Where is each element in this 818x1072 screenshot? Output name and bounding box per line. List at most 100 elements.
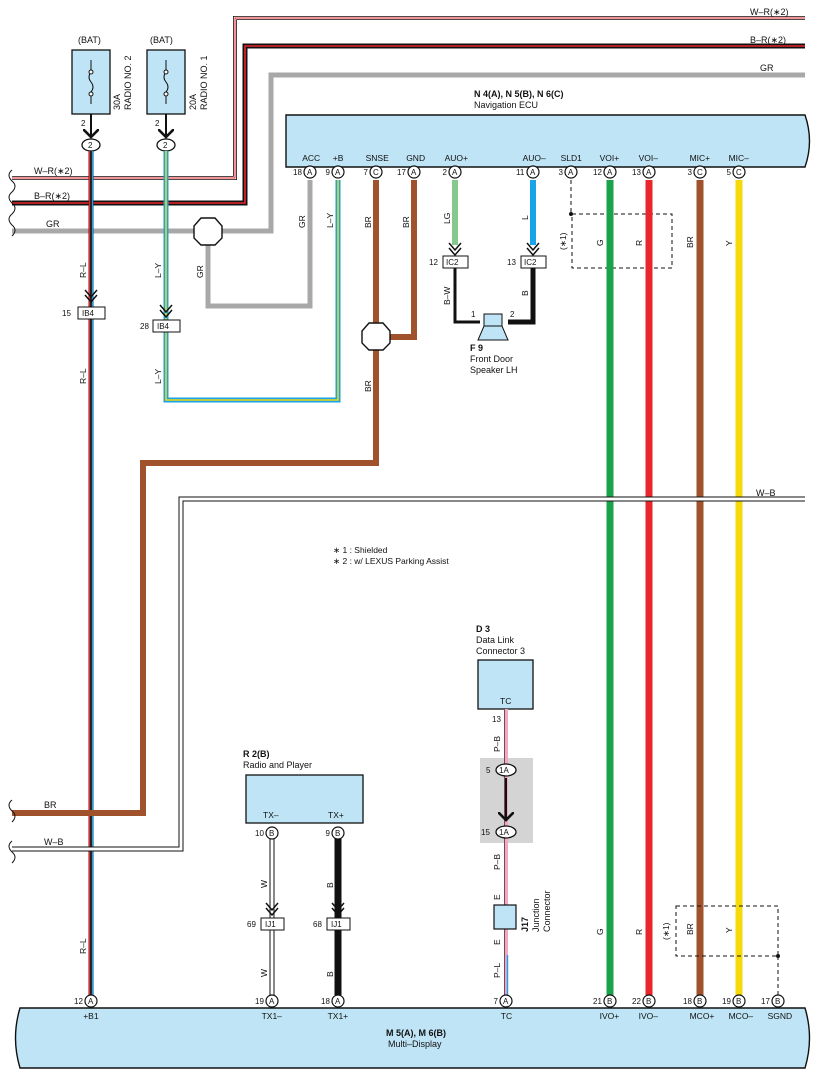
radio-pin-conn: B bbox=[269, 829, 274, 838]
svg-text:IC2: IC2 bbox=[446, 258, 459, 267]
label-g-bottom: G bbox=[595, 928, 605, 935]
label-ly-2: L–Y bbox=[153, 369, 163, 384]
md-pin-num: 19 bbox=[255, 997, 264, 1006]
label-gr-acc: GR bbox=[297, 215, 307, 228]
md-pin-conn: B bbox=[607, 997, 612, 1006]
wire-ly bbox=[163, 151, 341, 403]
nav-pin-num: 11 bbox=[516, 168, 525, 177]
radio-pin-conn: B bbox=[335, 829, 340, 838]
svg-text:1: 1 bbox=[471, 310, 476, 319]
svg-text:13: 13 bbox=[492, 715, 501, 724]
multi-display: M 5(A), M 6(B) Multi–Display bbox=[14, 1007, 811, 1069]
nav-pin-5: A 11 AUO– bbox=[516, 153, 546, 179]
label-br-mic-top: BR bbox=[685, 236, 695, 248]
nav-ecu-code: N 4(A), N 5(B), N 6(C) bbox=[474, 89, 564, 99]
nav-ecu-name: Navigation ECU bbox=[474, 100, 538, 110]
svg-text:Connector: Connector bbox=[542, 890, 552, 932]
label-b-1: B bbox=[325, 882, 335, 888]
nav-pin-num: 5 bbox=[727, 168, 732, 177]
svg-text:2: 2 bbox=[88, 141, 93, 150]
nav-pin-num: 2 bbox=[443, 168, 448, 177]
svg-text:1A: 1A bbox=[499, 766, 509, 775]
fuse-20a: (BAT) 20A RADIO NO. 1 2 bbox=[146, 35, 209, 128]
connector-ij1-69: IJ1 69 bbox=[247, 902, 285, 931]
label-br-main: BR bbox=[363, 380, 373, 392]
wire-gr-acc bbox=[205, 180, 313, 309]
right-label-br: B–R(∗2) bbox=[750, 35, 786, 45]
nav-pin-conn: A bbox=[307, 168, 313, 177]
multi-display-pins: A12+B1A19TX1–A18TX1+A7TCB21IVO+B22IVO–B1… bbox=[74, 994, 793, 1021]
connector-ib4-28: IB4 28 bbox=[140, 304, 181, 333]
svg-text:69: 69 bbox=[247, 920, 256, 929]
fuse-2-top: (BAT) bbox=[150, 35, 173, 45]
fuse-2-name: RADIO NO. 1 bbox=[199, 55, 209, 110]
md-pin-conn: A bbox=[503, 997, 509, 1006]
nav-pin-num: 17 bbox=[397, 168, 406, 177]
wire-bw bbox=[453, 268, 480, 324]
multi-display-code: M 5(A), M 6(B) bbox=[386, 1028, 446, 1038]
radio-player: R 2(B) Radio and Player TX– TX+ bbox=[243, 749, 364, 824]
note-1: ∗ 1 : Shielded bbox=[333, 545, 388, 555]
left-label-br: B–R(∗2) bbox=[34, 191, 70, 201]
top-bus-wires bbox=[12, 16, 805, 234]
wire-wb bbox=[12, 496, 805, 852]
nav-pin-num: 18 bbox=[293, 168, 302, 177]
nav-pin-num: 12 bbox=[593, 168, 602, 177]
label-rl-2: R–L bbox=[78, 368, 88, 384]
left-label-gr: GR bbox=[46, 219, 60, 229]
nav-ecu-pins: A18ACCA9+BC7SNSEA17GNDA2AUO+A11AUO–A3SLD… bbox=[293, 153, 750, 179]
svg-text:IJ1: IJ1 bbox=[331, 920, 342, 929]
nav-pin-conn: A bbox=[530, 168, 536, 177]
fuse-1-top: (BAT) bbox=[78, 35, 101, 45]
wire-br-snse bbox=[12, 180, 379, 816]
label-rl-1: R–L bbox=[78, 262, 88, 278]
md-pin-num: 19 bbox=[722, 997, 731, 1006]
connector-1a-15: 1A 15 bbox=[481, 825, 517, 839]
radio-code: R 2(B) bbox=[243, 749, 270, 759]
md-pin-num: 7 bbox=[494, 997, 499, 1006]
md-pin-label: SGND bbox=[768, 1011, 793, 1021]
nav-pin-conn: A bbox=[452, 168, 458, 177]
nav-pin-num: 7 bbox=[364, 168, 369, 177]
fuse-2-pin: 2 bbox=[155, 119, 160, 128]
md-pin-num: 22 bbox=[632, 997, 641, 1006]
radio-pin-0: B10 bbox=[255, 826, 279, 840]
svg-text:TC: TC bbox=[500, 696, 511, 706]
nav-pin-conn: A bbox=[568, 168, 574, 177]
nav-pin-num: 9 bbox=[326, 168, 331, 177]
svg-text:J17: J17 bbox=[520, 917, 530, 932]
nav-pin-conn: A bbox=[646, 168, 652, 177]
label-gr-splice: GR bbox=[195, 265, 205, 278]
connector-ib4-15: IB4 15 bbox=[62, 289, 106, 320]
md-pin-label: MCO+ bbox=[690, 1011, 715, 1021]
label-shield-bottom: (∗1) bbox=[661, 922, 671, 940]
label-shield-top: (∗1) bbox=[558, 232, 568, 250]
fuse-30a: (BAT) 30A RADIO NO. 2 2 bbox=[71, 35, 133, 128]
nav-pin-conn: A bbox=[335, 168, 341, 177]
svg-text:5: 5 bbox=[486, 766, 491, 775]
connector-1a-5: 1A 5 bbox=[486, 763, 517, 777]
md-pin-num: 18 bbox=[683, 997, 692, 1006]
junction-j17: J17 Junction Connector bbox=[493, 890, 552, 932]
svg-text:TX+: TX+ bbox=[328, 810, 344, 820]
svg-text:2: 2 bbox=[510, 310, 515, 319]
nav-pin-label: VOI+ bbox=[600, 153, 620, 163]
fuse-1-amp: 30A bbox=[112, 94, 122, 110]
nav-pin-label: MIC– bbox=[729, 153, 750, 163]
nav-pin-1: A9+B bbox=[326, 153, 345, 179]
svg-text:13: 13 bbox=[507, 258, 516, 267]
data-link-connector: D 3 Data Link Connector 3 TC 13 bbox=[476, 624, 534, 724]
md-pin-conn: A bbox=[269, 997, 275, 1006]
nav-pin-label: AUO– bbox=[523, 153, 546, 163]
label-pl: P–L bbox=[492, 963, 502, 978]
left-label-br-lower: BR bbox=[44, 800, 57, 810]
left-break-top bbox=[8, 169, 16, 237]
nav-pin-label: SNSE bbox=[366, 153, 389, 163]
